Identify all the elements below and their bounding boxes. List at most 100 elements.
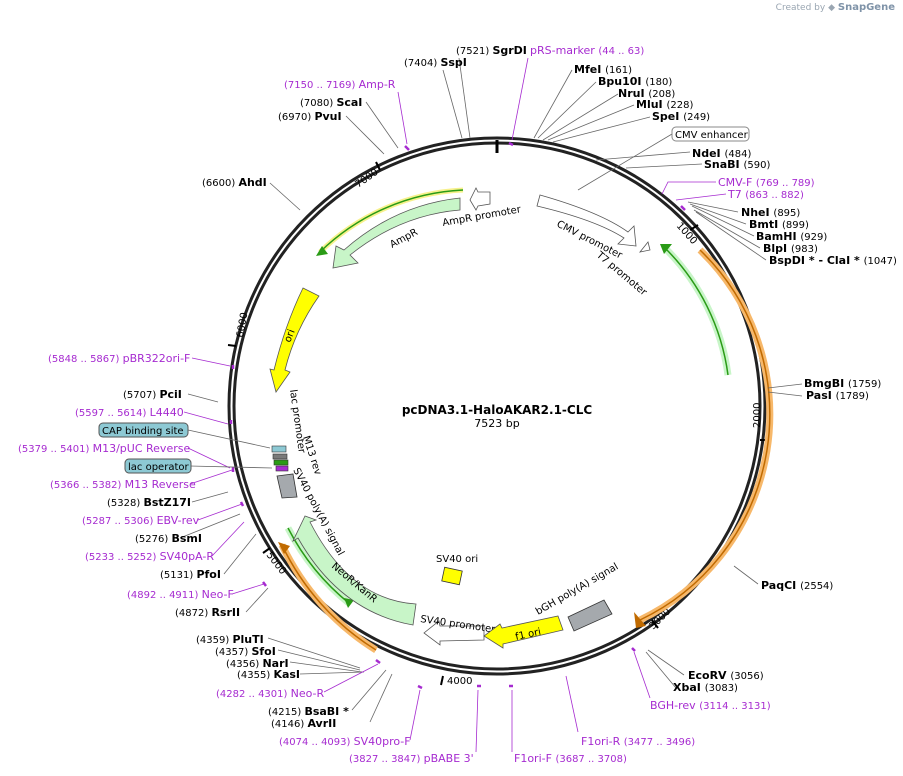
- leader-line: [542, 93, 619, 141]
- primer-marker: [417, 684, 423, 690]
- site-position: (6600): [202, 178, 238, 189]
- leader-line: [299, 671, 365, 675]
- leader-line: [223, 533, 257, 575]
- leader-line: [191, 357, 231, 367]
- site-name: pBR322ori-F: [123, 352, 191, 365]
- site-position: (4359): [196, 635, 232, 646]
- site-position: (2554): [800, 581, 833, 592]
- leader-line: [565, 675, 579, 733]
- site-name: SfoI: [251, 645, 275, 658]
- site-name: F1ori-F: [514, 752, 555, 765]
- site-name: RsrII: [211, 606, 240, 619]
- site-label: (5328) BstZ17I: [107, 496, 191, 509]
- site-label: (5848 .. 5867) pBR322ori-F: [48, 352, 190, 365]
- leader-line: [187, 447, 231, 469]
- leader-line: [577, 133, 673, 191]
- site-position: (863 .. 882): [745, 190, 804, 201]
- primer-marker: [375, 659, 381, 664]
- primer-marker: [680, 205, 686, 211]
- plasmid-name: pcDNA3.1-HaloAKAR2.1-CLC: [402, 403, 593, 417]
- site-position: (5276): [135, 534, 171, 545]
- site-name: ScaI: [336, 96, 362, 109]
- leader-line: [245, 587, 269, 613]
- site-label: Bpu10I (180): [598, 75, 672, 88]
- sv40-ori-label: SV40 ori: [436, 554, 478, 565]
- site-name: SgrDI: [492, 44, 526, 57]
- leader-line: [511, 57, 529, 141]
- ampr-promoter-feature: [469, 187, 491, 211]
- site-name: BmgBI: [804, 377, 848, 390]
- leader-line: [675, 193, 727, 201]
- leader-line: [689, 203, 747, 225]
- cap-binding-box: [98, 422, 189, 438]
- watermark-brand: SnapGene: [837, 2, 895, 13]
- leader-line: [191, 491, 229, 503]
- site-label: BlpI (983): [763, 242, 818, 255]
- primer-marker: [631, 647, 636, 652]
- site-label: EcoRV (3056): [688, 669, 764, 682]
- leader-line: [767, 383, 803, 389]
- site-position: (161): [605, 65, 632, 76]
- site-position: (1759): [848, 379, 881, 390]
- site-label: MluI (228): [636, 98, 693, 111]
- site-name: M13/pUC Reverse: [93, 442, 191, 455]
- site-position: (5131): [160, 570, 196, 581]
- backbone-outer: [227, 136, 767, 676]
- leader-line: [533, 69, 573, 139]
- site-position: (590): [743, 160, 770, 171]
- site-name: Amp-R: [359, 78, 396, 91]
- lac-operator-label: lac operator: [128, 462, 189, 473]
- site-label: (6970) PvuI: [278, 110, 342, 123]
- snapgene-logo-icon: ◆: [828, 3, 835, 13]
- leader-line: [269, 182, 301, 211]
- f1-ori-label: f1 ori: [514, 627, 542, 643]
- site-name: BamHI: [756, 230, 800, 243]
- leader-line: [351, 669, 387, 711]
- lac-promoter-feature: [272, 453, 288, 460]
- site-label: MfeI (161): [574, 63, 632, 76]
- site-name: Neo-R: [291, 687, 325, 700]
- site-name: BsaBI *: [304, 705, 349, 718]
- site-name: BsmI: [171, 532, 202, 545]
- leader-line: [189, 469, 233, 485]
- site-position: (1789): [836, 391, 869, 402]
- leader-line: [661, 181, 716, 195]
- site-label: (4215) BsaBI *: [268, 705, 349, 718]
- cmv-promoter-feature: [536, 194, 637, 247]
- leader-line: [687, 201, 739, 213]
- site-position: (3083): [705, 683, 738, 694]
- site-label: (4074 .. 4093) SV40pro-F: [279, 735, 411, 748]
- site-name: SV40pro-F: [354, 735, 411, 748]
- site-label: SnaBI (590): [704, 158, 770, 171]
- ampr-feature: [332, 197, 461, 269]
- site-name: SpeI: [652, 110, 683, 123]
- leader-line: [179, 513, 241, 539]
- site-label: CMV-F (769 .. 789): [718, 176, 815, 189]
- lac-operator-feature: [275, 465, 289, 472]
- leader-line: [691, 205, 755, 237]
- orf-orange-left-line: [281, 544, 377, 651]
- site-label: (3827 .. 3847) pBABE 3': [349, 752, 474, 765]
- site-position: (3687 .. 3708): [555, 754, 627, 765]
- site-name: pBABE 3': [424, 752, 474, 765]
- site-label: BamHI (929): [756, 230, 827, 243]
- leader-line: [633, 651, 651, 699]
- site-label: BmgBI (1759): [804, 377, 881, 390]
- tick-mark: [262, 547, 271, 554]
- site-position: (44 .. 63): [598, 46, 644, 57]
- site-label: SpeI (249): [652, 110, 710, 123]
- site-label: (6600) AhdI: [202, 176, 267, 189]
- orf-orange-line: [639, 249, 771, 621]
- site-label: (5233 .. 5252) SV40pA-R: [85, 550, 214, 563]
- site-name: Neo-F: [202, 588, 234, 601]
- site-position: (7080): [300, 98, 336, 109]
- primer-marker: [508, 141, 514, 147]
- tick-mark: [440, 675, 444, 686]
- site-position: (929): [800, 232, 827, 243]
- site-label: T7 (863 .. 882): [727, 188, 804, 201]
- neor-feature: [292, 515, 417, 626]
- site-position: (7521): [456, 46, 492, 57]
- site-name: F1ori-R: [581, 735, 624, 748]
- t7-promoter-label: T7 promoter: [593, 249, 649, 299]
